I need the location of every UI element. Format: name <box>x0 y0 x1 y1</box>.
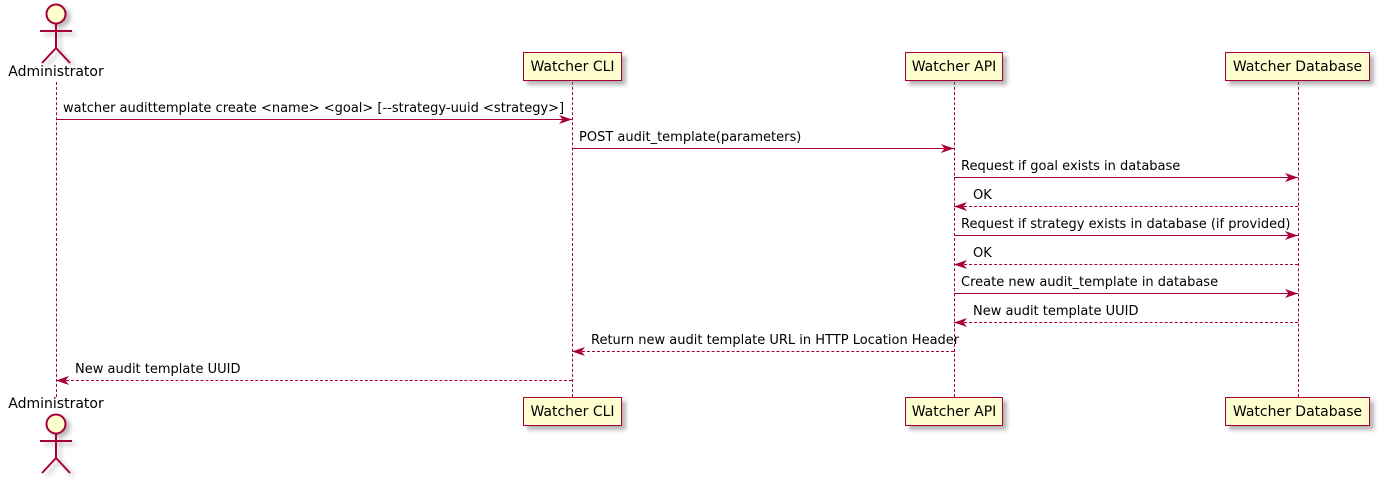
participant-box-watcher-api-top: Watcher API <box>905 52 1003 81</box>
actor-icon-top <box>40 3 72 64</box>
message-line <box>954 293 1298 294</box>
message-label: POST audit_template(parameters) <box>579 130 802 145</box>
participant-box-watcher-api-bottom: Watcher API <box>905 397 1003 426</box>
message-label: OK <box>973 188 992 203</box>
arrowhead-icon <box>1285 231 1298 240</box>
actor-label-top: Administrator <box>8 64 104 80</box>
message-line <box>572 351 954 352</box>
actor-label-bottom: Administrator <box>8 396 104 412</box>
arrowhead-icon <box>941 144 954 153</box>
message-label: Request if strategy exists in database (… <box>961 217 1291 232</box>
message-label: Create new audit_template in database <box>961 275 1219 290</box>
message-line <box>56 380 572 381</box>
arrowhead-icon <box>1285 289 1298 298</box>
participant-box-watcher-cli-bottom: Watcher CLI <box>523 397 622 426</box>
arrowhead-icon <box>572 347 585 356</box>
lifeline-watcher-cli <box>572 82 573 397</box>
lifeline-administrator <box>56 82 57 397</box>
message-line <box>954 322 1298 323</box>
arrowhead-icon <box>954 318 967 327</box>
arrowhead-icon <box>954 202 967 211</box>
message-line <box>572 148 954 149</box>
arrowhead-icon <box>1285 173 1298 182</box>
participant-box-watcher-database-bottom: Watcher Database <box>1225 397 1370 426</box>
message-line <box>56 119 572 120</box>
message-line <box>954 235 1298 236</box>
participant-box-watcher-cli-top: Watcher CLI <box>523 52 622 81</box>
lifeline-watcher-database <box>1298 82 1299 397</box>
message-label: watcher audittemplate create <name> <goa… <box>63 101 565 116</box>
message-label: New audit template UUID <box>75 362 241 377</box>
arrowhead-icon <box>954 260 967 269</box>
message-label: OK <box>973 246 992 261</box>
message-line <box>954 206 1298 207</box>
message-label: Request if goal exists in database <box>961 159 1181 174</box>
lifeline-watcher-api <box>954 82 955 397</box>
message-line <box>954 177 1298 178</box>
participant-box-watcher-database-top: Watcher Database <box>1225 52 1370 81</box>
arrowhead-icon <box>559 115 572 124</box>
actor-icon-bottom <box>40 413 72 474</box>
message-label: New audit template UUID <box>973 304 1139 319</box>
message-label: Return new audit template URL in HTTP Lo… <box>591 333 960 348</box>
arrowhead-icon <box>56 376 69 385</box>
message-line <box>954 264 1298 265</box>
